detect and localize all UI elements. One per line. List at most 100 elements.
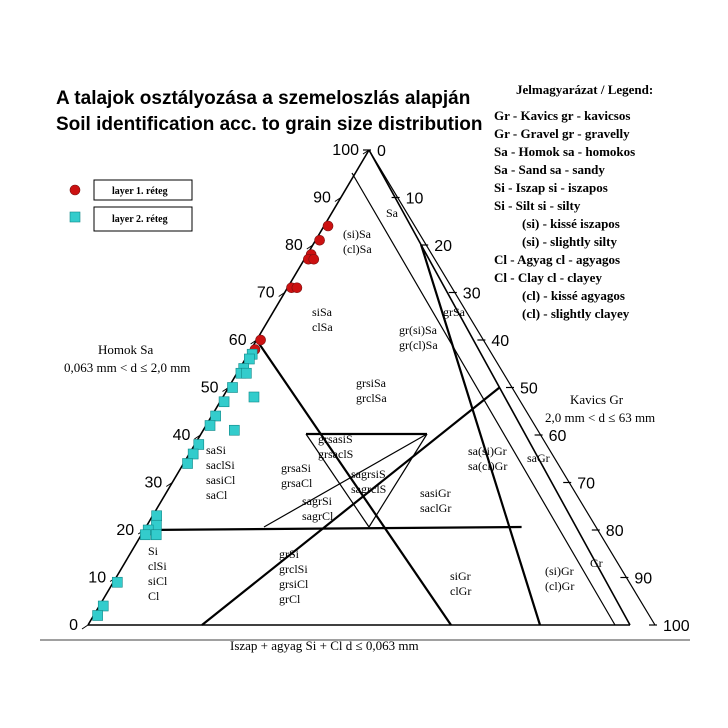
region-label: saSi [206,443,227,457]
region-label: grSi [279,547,300,561]
left-tick-mark [81,624,89,630]
series-2-label: layer 2. réteg [112,214,168,225]
right-tick-label: 10 [406,191,424,208]
region-label: sagrSi [302,494,333,508]
layer-1-point [255,334,266,346]
boundary-sand-20 [144,525,522,532]
region-label: sagrclS [351,482,386,496]
series-2-marker-icon [69,211,81,223]
left-tick-mark [362,149,370,155]
right-axis-range: 2,0 mm < d ≤ 63 mm [545,410,655,425]
region-label: (cl)Gr [545,579,574,593]
left-tick-label: 20 [116,522,134,539]
region-label: grsaSi [281,461,312,475]
layer-2-point [150,529,162,541]
right-tick-label: 20 [434,238,452,255]
series-1-label: layer 1. réteg [112,186,168,197]
boundary-diagonal [263,433,428,528]
legend-line: Sa - Sand sa - sandy [494,162,605,177]
layer-2-point [244,353,255,365]
left-tick-mark [334,197,342,202]
region-label: saclSi [206,458,235,472]
layer-1-point [322,220,334,232]
layer-2-point [210,410,221,422]
region-label: siSa [312,305,333,319]
region-label: saGr [527,451,550,465]
boundary-gravel-80 [420,244,542,626]
region-label: sagrCl [302,509,334,523]
layer-2-point [227,382,238,393]
region-label: siCl [148,574,168,588]
layer-2-point [140,529,151,541]
series-legend: layer 1. réteg layer 2. réteg [69,179,193,232]
right-axis-ticks: 0 10 20 30 40 50 60 70 80 90 100 [363,143,690,635]
region-label: gr(si)Sa [399,323,438,337]
region-label: Gr [590,556,603,570]
title-line-2: Soil identification acc. to grain size d… [56,114,483,135]
left-tick-label: 30 [145,475,163,492]
region-label: sasiGr [420,486,451,500]
region-label: grsasiS [318,432,353,446]
region-label: gr(cl)Sa [399,338,438,352]
layer-2-point [151,510,162,522]
left-axis-range: 0,063 mm < d ≤ 2,0 mm [64,360,190,375]
legend-line: (si) - kissé iszapos [522,216,620,231]
right-tick-label: 70 [577,476,595,493]
left-tick-label: 90 [313,190,331,207]
layer-2-point [92,610,103,621]
left-axis-label: Homok Sa [98,342,153,357]
left-tick-label: 40 [173,427,191,444]
layer-1-point [308,253,320,265]
legend-line: Gr - Kavics gr - kavicsos [494,108,630,123]
bottom-axis-label: Iszap + agyag Si + Cl d ≤ 0,063 mm [230,638,419,653]
region-label: grclSa [356,391,387,405]
left-tick-mark [166,482,173,487]
boundary-mid-right [368,433,428,528]
right-tick-label: 100 [663,618,690,635]
left-tick-label: 60 [229,332,247,349]
right-tick-label: 90 [634,571,652,588]
region-label: sagrsiS [351,467,386,481]
left-tick-mark [278,292,285,297]
data-points [92,220,334,621]
right-tick-label: 30 [463,286,481,303]
right-axis-label: Kavics Gr [570,392,624,407]
right-tick-label: 0 [377,143,386,160]
layer-2-point [97,600,109,612]
left-tick-label: 80 [285,237,303,254]
region-label: saclGr [420,501,451,515]
region-labels: (si)Sa(cl)SaSasiSaclSagrSagr(si)Sagr(cl)… [148,206,603,606]
region-label: (si)Gr [545,564,574,578]
boundary-gravel-95 [351,172,616,626]
region-label: clGr [450,584,471,598]
layer-2-point [241,367,252,379]
region-label: grsaclS [318,447,353,461]
left-tick-label: 100 [332,142,359,159]
right-tick-label: 80 [606,523,624,540]
layer-2-point [218,396,230,408]
legend-heading: Jelmagyarázat / Legend: [516,82,653,97]
region-label: grsiCl [279,577,309,591]
layer-2-point [182,458,193,469]
right-tick-label: 50 [520,381,538,398]
region-label: clSi [148,559,167,573]
layer-1-point [314,234,325,246]
layer-2-point [111,576,123,588]
layer-2-point [193,439,205,450]
left-tick-mark [194,434,201,440]
legend-line: Si - Iszap si - iszapos [494,180,608,195]
layer-1-point [291,282,303,294]
right-tick-label: 60 [549,428,567,445]
region-label: Si [148,544,159,558]
legend-line: Cl - Agyag cl - agyagos [494,252,620,267]
legend-line: (si) - slightly silty [522,234,617,249]
region-label: sasiCl [206,473,236,487]
series-1-box [93,179,193,201]
layer-2-point [187,448,199,460]
right-tick-label: 40 [491,333,509,350]
region-label: Sa [386,206,399,220]
layer-2-point [229,424,240,436]
region-label: clSa [312,320,333,334]
boundary-gravel-50 [201,386,501,626]
